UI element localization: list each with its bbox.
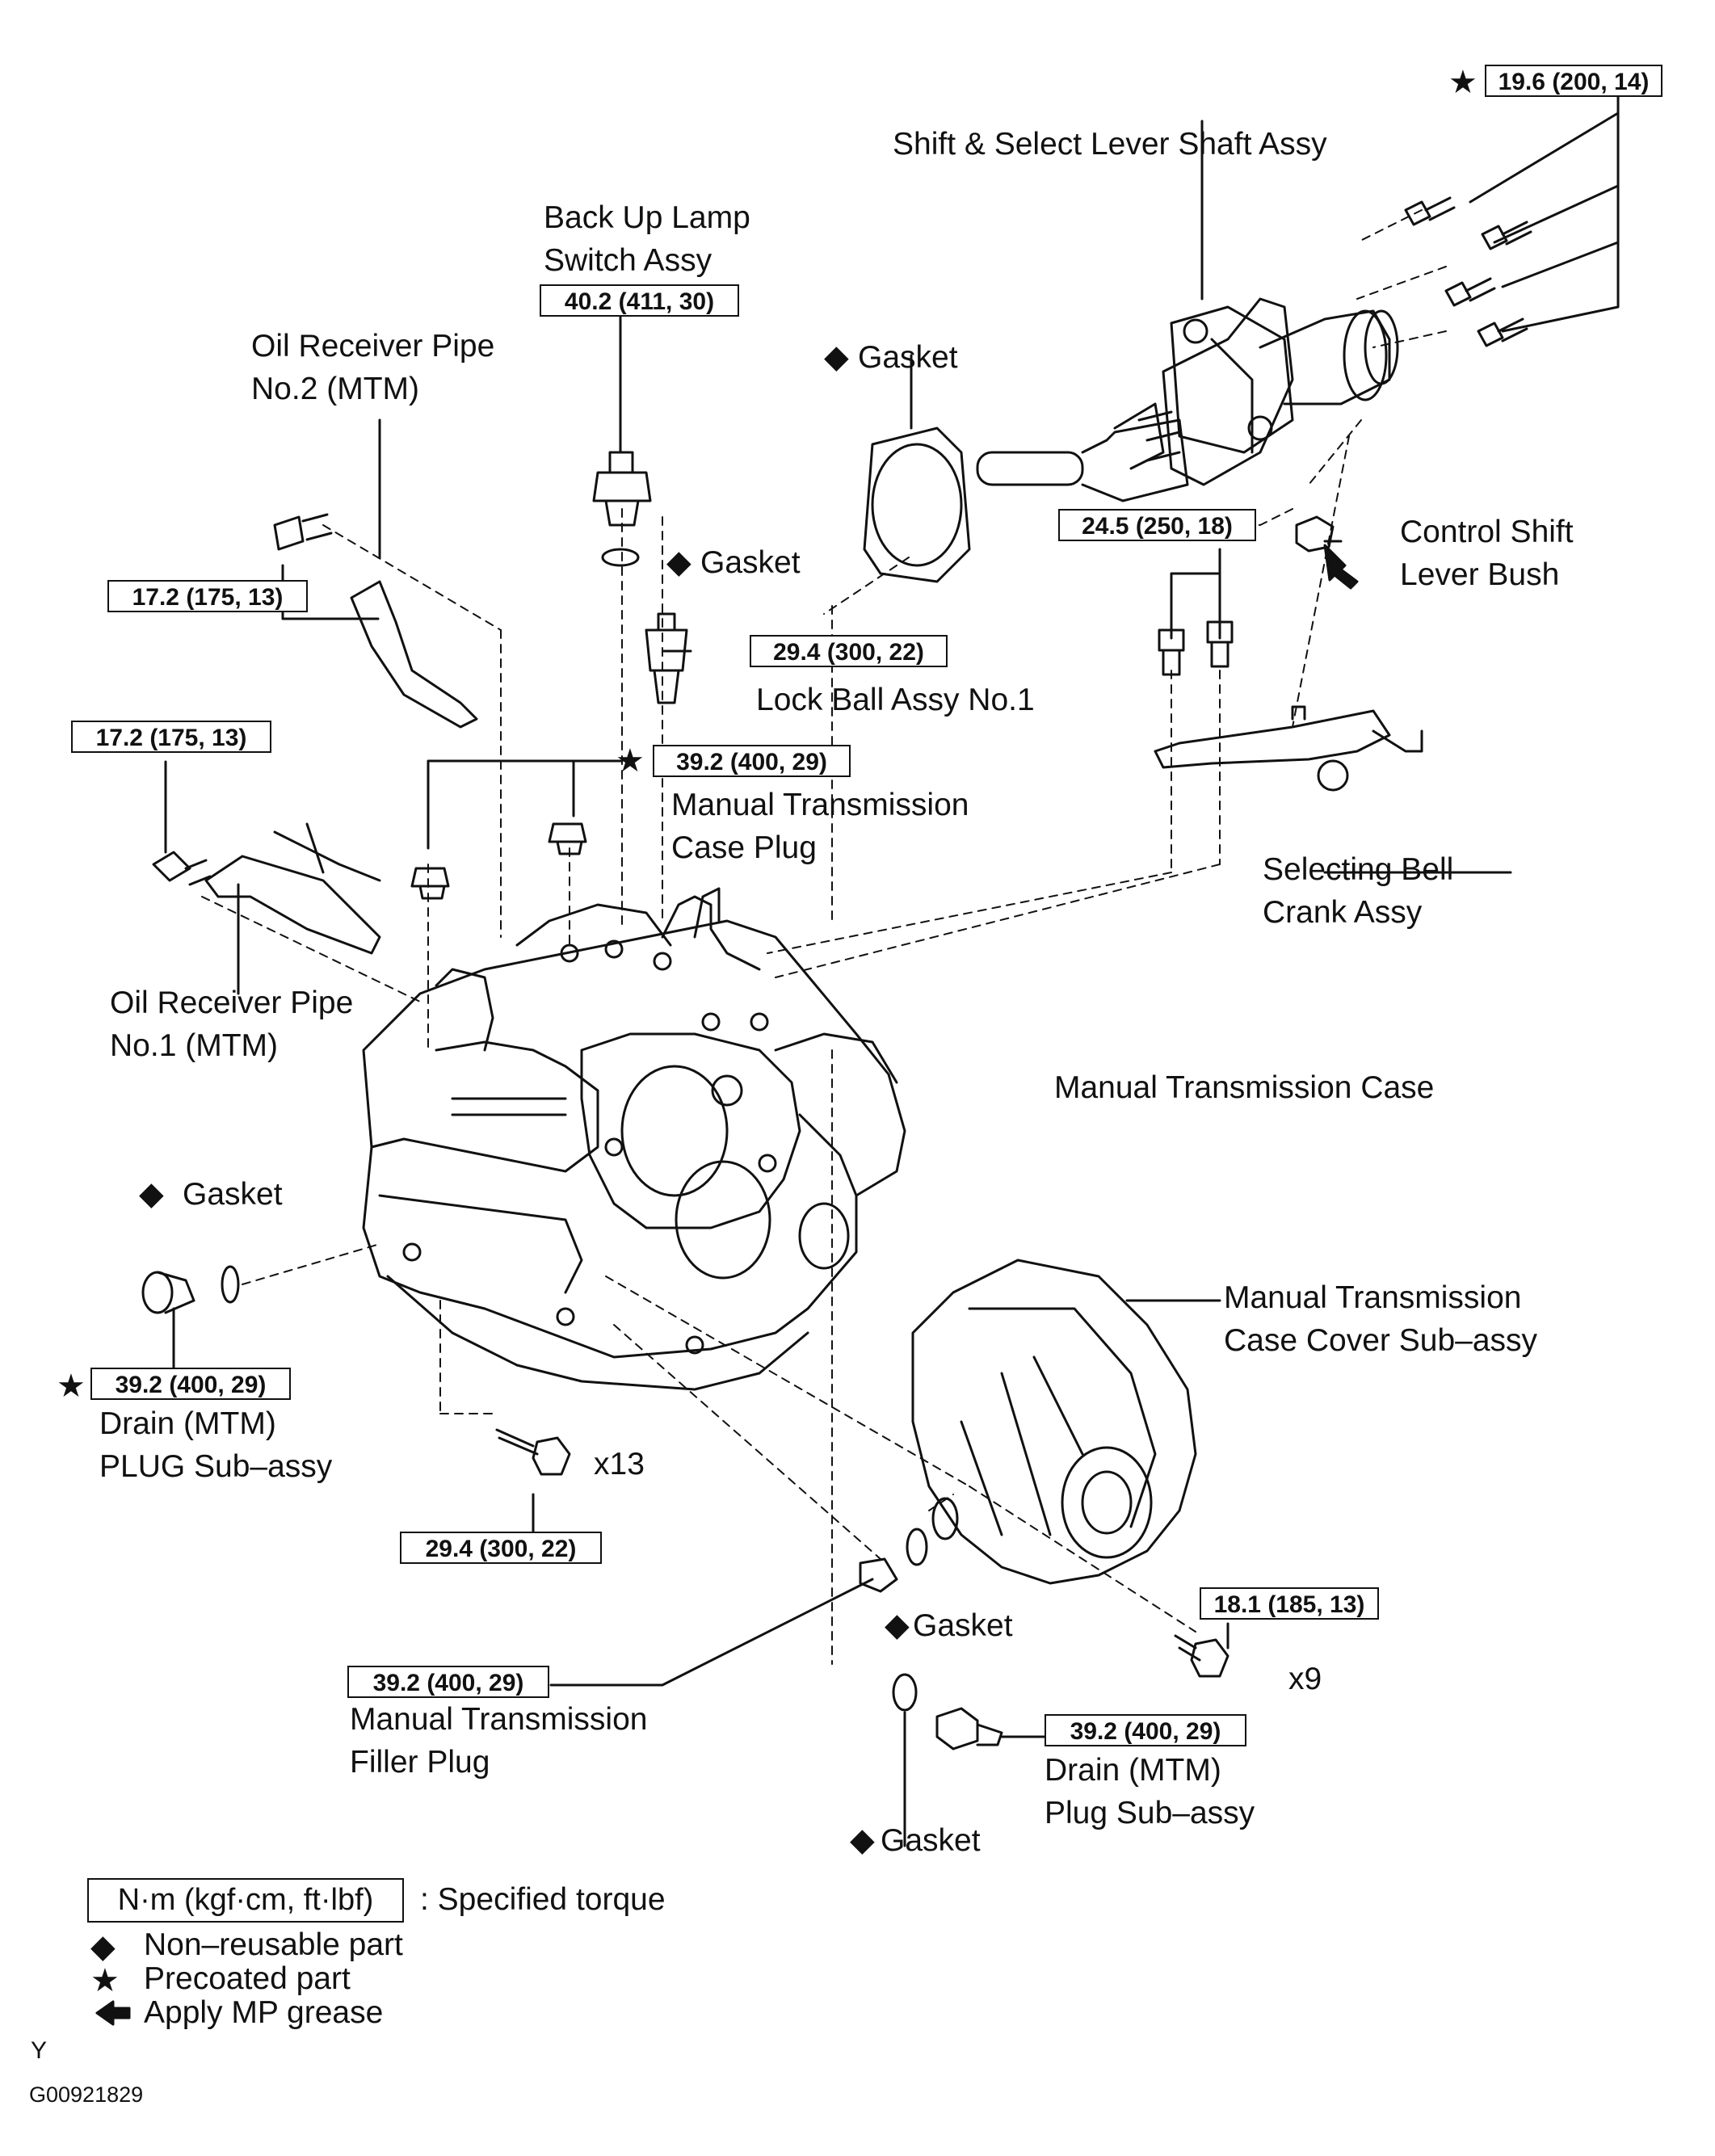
shift-gasket (863, 427, 971, 583)
grease-arrow-icon (1323, 544, 1359, 590)
shift-bolts (1404, 196, 1532, 347)
diamond-icon: ◆ (139, 1176, 164, 1212)
lock-ball-assy (645, 612, 688, 704)
dashed-assembly-lines (201, 209, 1447, 1665)
diamond-icon: ◆ (885, 1608, 910, 1643)
legend-grease-arrow-icon (95, 2000, 131, 2026)
case-plugs (410, 822, 587, 900)
control-shift-lever-bush (1295, 515, 1335, 553)
label-oil-pipe-1-line1: Oil Receiver Pipe (110, 986, 354, 1020)
label-filler-gasket: Gasket (913, 1608, 1013, 1643)
label-selecting-bell-2: Crank Assy (1263, 895, 1423, 930)
shift-select-lever-shaft (976, 297, 1399, 502)
label-x9: x9 (1288, 1662, 1322, 1696)
figure-code: G00921829 (29, 2082, 144, 2107)
footer-letter: Y (31, 2037, 48, 2064)
backup-lamp-switch (592, 451, 652, 567)
label-selecting-bell-1: Selecting Bell (1263, 852, 1454, 887)
torque-cover-bolts: 18.1 (185, 13) (1200, 1587, 1379, 1620)
torque-backup-lamp: 40.2 (411, 30) (540, 284, 739, 317)
legend-mp-grease: Apply MP grease (144, 1995, 384, 2030)
label-filler-2: Filler Plug (350, 1745, 490, 1780)
label-drain-left-2: PLUG Sub–assy (99, 1449, 333, 1484)
star-icon: ★ (616, 743, 645, 779)
torque-pipe2-bolt: 17.2 (175, 13) (107, 580, 308, 612)
torque-lock-ball: 29.4 (300, 22) (750, 635, 948, 667)
legend-precoated: Precoated part (144, 1961, 351, 1996)
diamond-icon: ◆ (850, 1822, 875, 1858)
legend-diamond-icon: ◆ (90, 1929, 116, 1965)
label-drain-left-1: Drain (MTM) (99, 1406, 276, 1441)
label-drain-gasket-right: Gasket (881, 1823, 981, 1858)
label-oil-pipe-2-line1: Oil Receiver Pipe (251, 329, 495, 364)
diamond-icon: ◆ (824, 339, 849, 375)
label-case-cover-2: Case Cover Sub–assy (1224, 1323, 1538, 1358)
drain-plug-left (141, 1265, 240, 1314)
star-icon: ★ (1448, 65, 1478, 100)
torque-case-plug: 39.2 (400, 29) (653, 745, 851, 777)
label-oil-pipe-1-line2: No.1 (MTM) (110, 1028, 278, 1063)
small-parts-lower (859, 1528, 1230, 1750)
label-backup-lamp-2: Switch Assy (544, 243, 712, 278)
label-drain-gasket: Gasket (183, 1177, 283, 1212)
label-shift-select-lever: Shift & Select Lever Shaft Assy (893, 127, 1327, 162)
torque-case-bolts: 29.4 (300, 22) (400, 1532, 602, 1564)
selecting-bell-crank (1154, 620, 1423, 792)
case-bolt (495, 1428, 571, 1476)
label-case-cover-1: Manual Transmission (1224, 1280, 1522, 1315)
label-control-shift-2: Lever Bush (1400, 557, 1560, 592)
legend-non-reusable: Non–reusable part (144, 1927, 403, 1962)
label-control-shift-1: Control Shift (1400, 515, 1574, 549)
manual-transmission-case (362, 887, 906, 1391)
torque-drain-right: 39.2 (400, 29) (1045, 1714, 1246, 1746)
label-lamp-gasket: Gasket (700, 545, 801, 580)
legend-star-icon: ★ (90, 1963, 120, 1998)
oil-receiver-pipe-2 (273, 513, 478, 729)
label-oil-pipe-2-line2: No.2 (MTM) (251, 372, 419, 406)
label-filler-1: Manual Transmission (350, 1702, 648, 1737)
label-mt-case: Manual Transmission Case (1054, 1070, 1435, 1105)
label-shift-gasket: Gasket (858, 340, 958, 375)
label-drain-right-2: Plug Sub–assy (1045, 1796, 1255, 1830)
torque-shift-bolts: 19.6 (200, 14) (1485, 65, 1662, 97)
torque-drain-left: 39.2 (400, 29) (90, 1368, 291, 1400)
diamond-icon: ◆ (666, 544, 691, 580)
label-drain-right-1: Drain (MTM) (1045, 1753, 1221, 1788)
oil-receiver-pipe-1 (152, 822, 381, 955)
torque-pipe1-bolt: 17.2 (175, 13) (71, 721, 271, 753)
label-lock-ball: Lock Ball Assy No.1 (756, 683, 1035, 717)
legend-unit-box: N·m (kgf·cm, ft·lbf) (87, 1878, 404, 1923)
label-case-plug-1: Manual Transmission (671, 788, 969, 822)
label-x13: x13 (594, 1447, 645, 1481)
torque-bellcrank-bolts: 24.5 (250, 18) (1058, 509, 1256, 541)
label-backup-lamp-1: Back Up Lamp (544, 200, 750, 235)
torque-filler: 39.2 (400, 29) (347, 1666, 549, 1698)
label-case-plug-2: Case Plug (671, 830, 817, 865)
legend-unit-text: : Specified torque (420, 1882, 666, 1917)
leader-lines (164, 79, 1620, 1847)
case-cover (911, 1259, 1197, 1585)
star-icon: ★ (57, 1368, 86, 1404)
